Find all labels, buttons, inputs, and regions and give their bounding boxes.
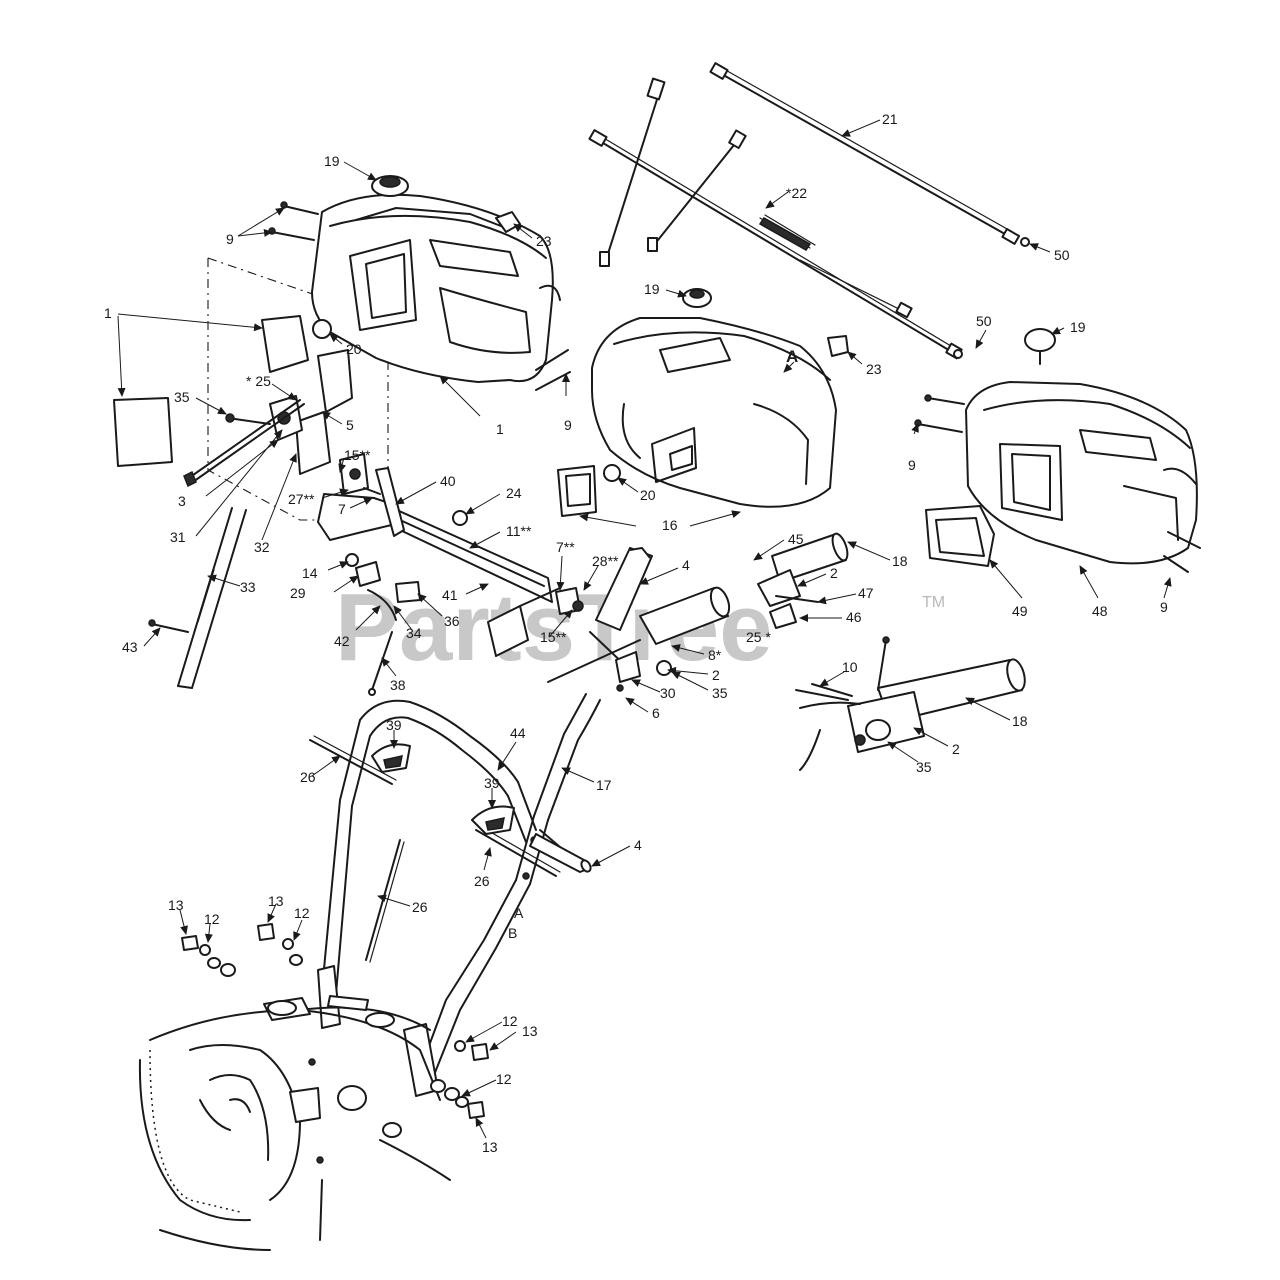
callout-15b: 15**	[540, 629, 567, 645]
callout-8: 8*	[708, 647, 722, 663]
callout-2a: 2	[712, 667, 720, 683]
callout-11: 11**	[506, 523, 532, 539]
dashboard-shroud-1	[207, 175, 561, 521]
callout-4b: 4	[634, 837, 642, 853]
callout-b-handle: B	[508, 925, 517, 941]
fasteners-12-13	[181, 923, 489, 1119]
callout-9c: 9	[908, 457, 916, 473]
leader-lines	[117, 119, 1172, 1139]
callout-2b: 2	[830, 565, 838, 581]
callout-12c: 12	[502, 1013, 518, 1029]
callout-1a: 1	[104, 305, 112, 321]
callout-36: 36	[444, 613, 460, 629]
callout-7-star: 7**	[556, 539, 575, 555]
callout-2c: 2	[952, 741, 960, 757]
watermark-trademark: TM	[922, 594, 945, 611]
callout-40: 40	[440, 473, 456, 489]
dashboard-shroud-a	[557, 288, 849, 517]
callout-21: 21	[882, 111, 898, 127]
chute-bracket-left	[113, 315, 381, 495]
callout-10: 10	[842, 659, 858, 675]
callout-23b: 23	[866, 361, 882, 377]
callout-35a: 35	[174, 389, 190, 405]
callout-17: 17	[596, 777, 612, 793]
callout-23a: 23	[536, 233, 552, 249]
callout-a-shroud: A	[786, 347, 798, 366]
callout-25-left: * 25	[246, 373, 271, 389]
callout-34: 34	[406, 625, 422, 641]
callout-15a: 15**	[344, 447, 371, 463]
callout-19c: 19	[1070, 319, 1086, 335]
callout-31: 31	[170, 529, 186, 545]
callout-26c: 26	[474, 873, 490, 889]
callout-13d: 13	[482, 1139, 498, 1155]
callout-1b: 1	[496, 421, 504, 437]
callout-6: 6	[652, 705, 660, 721]
callout-43: 43	[122, 639, 138, 655]
callout-9a: 9	[226, 231, 234, 247]
dashboard-shroud-48	[914, 328, 1201, 573]
callout-27: 27**	[288, 491, 315, 507]
callout-13a: 13	[168, 897, 184, 913]
callout-9b: 9	[564, 417, 572, 433]
callout-46: 46	[846, 609, 862, 625]
handle-grip-18	[757, 532, 1026, 771]
callout-47: 47	[858, 585, 874, 601]
callout-20a: 20	[346, 341, 362, 357]
callout-13c: 13	[522, 1023, 538, 1039]
callout-49: 49	[1012, 603, 1028, 619]
callout-30: 30	[660, 685, 676, 701]
callout-5: 5	[346, 417, 354, 433]
callout-39b: 39	[484, 775, 500, 791]
callout-26a: 26	[300, 769, 316, 785]
shift-bracket-11	[317, 467, 631, 696]
handle-rod-33	[148, 507, 247, 689]
callout-42: 42	[334, 633, 350, 649]
callout-45: 45	[788, 531, 804, 547]
auger-housing	[138, 995, 451, 1251]
callout-4a: 4	[682, 557, 690, 573]
cable-assembly-21	[709, 62, 1030, 247]
callout-12d: 12	[496, 1071, 512, 1087]
callout-39a: 39	[386, 717, 402, 733]
callout-18a: 18	[892, 553, 908, 569]
callout-9d: 9	[1160, 599, 1168, 615]
callout-20b: 20	[640, 487, 656, 503]
callout-labels: 1 1 1 2 2 2 3 4 4 4 5 6 7 7** 8* 9 9 9 9…	[104, 111, 1168, 1155]
callout-33: 33	[240, 579, 256, 595]
callout-24: 24	[506, 485, 522, 501]
cable-26	[309, 735, 561, 963]
callout-3: 3	[178, 493, 186, 509]
callout-29: 29	[290, 585, 306, 601]
upper-handle-17-44	[321, 693, 601, 995]
callout-38: 38	[390, 677, 406, 693]
callout-35c: 35	[916, 759, 932, 775]
callout-50a: 50	[1054, 247, 1070, 263]
callout-50b: 50	[976, 313, 992, 329]
callout-19a: 19	[324, 153, 340, 169]
callout-14: 14	[302, 565, 318, 581]
callout-25-right: 25 *	[746, 629, 771, 645]
callout-a-handle: A	[514, 905, 524, 921]
callout-48: 48	[1092, 603, 1108, 619]
callout-41: 41	[442, 587, 458, 603]
callout-44: 44	[510, 725, 526, 741]
callout-19b: 19	[644, 281, 660, 297]
callout-22: *22	[786, 185, 807, 201]
callout-12a: 12	[204, 911, 220, 927]
cable-assembly-22	[588, 77, 963, 360]
callout-12b: 12	[294, 905, 310, 921]
callout-26b: 26	[412, 899, 428, 915]
pin-4	[529, 829, 592, 873]
callout-16: 16	[662, 517, 678, 533]
callout-28: 28**	[592, 553, 619, 569]
callout-35b: 35	[712, 685, 728, 701]
shift-grip-25	[547, 547, 731, 692]
callout-18b: 18	[1012, 713, 1028, 729]
callout-32: 32	[254, 539, 270, 555]
callout-7: 7	[338, 501, 346, 517]
callout-13b: 13	[268, 893, 284, 909]
